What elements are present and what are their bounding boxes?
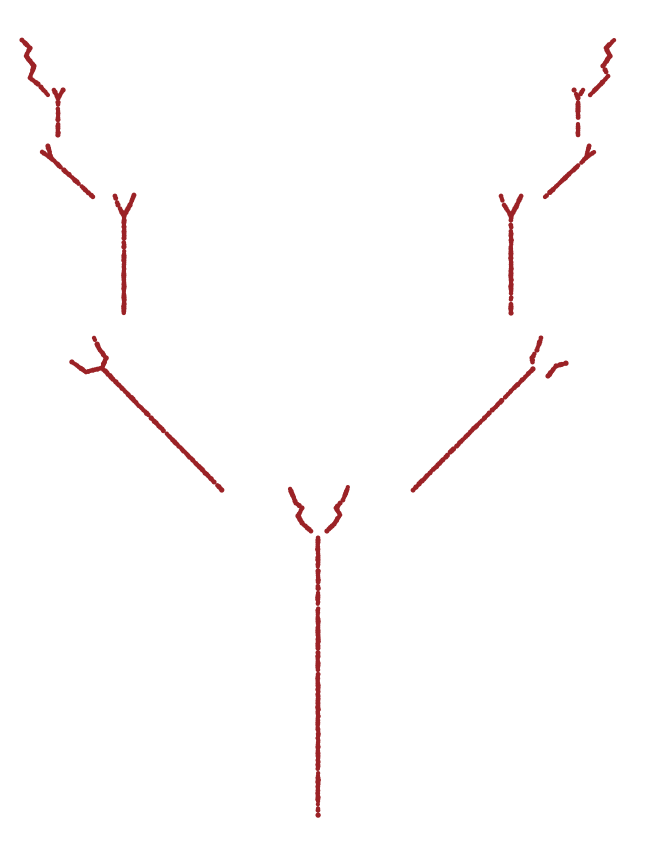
branch-dot [508, 222, 514, 228]
branch-dot [315, 812, 321, 818]
branch-dot [61, 167, 67, 173]
branch-dot [112, 193, 118, 199]
branch-left-branch-lower-tip-b [91, 335, 109, 371]
branch-dot [501, 202, 507, 208]
branch-dot [345, 485, 350, 490]
branch-dot [498, 193, 504, 199]
branch-dot [538, 335, 544, 341]
branch-left-branch-top-tip-b [55, 87, 66, 101]
branch-left-branch-upper [48, 155, 96, 200]
branch-right-branch-lower-tip-a [545, 360, 569, 379]
branch-trunk [315, 535, 321, 818]
branch-right-branch-upper-tip-b [583, 143, 592, 161]
branch-left-branch-mid [121, 213, 127, 316]
branch-dot [575, 122, 581, 127]
branch-right-branch-mid-tip-a [498, 193, 513, 217]
branch-right-branch-top-tip-b [575, 87, 586, 101]
branch-dot [45, 143, 51, 149]
branch-dot [315, 579, 321, 585]
branch-dot [518, 193, 524, 199]
branch-right-branch-lower [410, 366, 536, 493]
branch-dot [315, 766, 321, 772]
branch-dot [575, 163, 581, 168]
branch-dot [571, 87, 577, 93]
branch-dot [315, 645, 321, 651]
branch-right-branch-mid [508, 213, 514, 316]
branch-dot [591, 149, 597, 155]
branch-left-branch-lower-tip-a [69, 359, 105, 375]
branch-right-branch-top [575, 95, 581, 138]
branch-trunk-twig-left [287, 486, 314, 534]
branch-dot [122, 248, 127, 254]
branch-dot [580, 87, 586, 93]
branch-dot [55, 106, 61, 112]
branch-dot [611, 38, 617, 43]
branch-dot [55, 99, 61, 105]
branch-right-branch-mid-tip-b [509, 193, 524, 217]
branch-right-branch-lower-tip-b [529, 335, 544, 372]
branch-left-branch-lower [99, 365, 225, 493]
branch-dot [19, 37, 25, 43]
branch-dot [117, 206, 123, 211]
branch-dot [94, 341, 100, 347]
tree-branches [19, 37, 617, 818]
branch-dot [532, 351, 537, 357]
branch-dot [315, 667, 321, 673]
branch-dot [508, 295, 514, 300]
branch-dot [575, 95, 581, 101]
branch-dot [315, 585, 321, 592]
branch-dot [605, 73, 611, 79]
branch-dot [315, 601, 320, 606]
branch-dot [51, 87, 57, 93]
branch-dot [114, 200, 120, 205]
branch-left-crown [19, 37, 51, 98]
branch-dot [131, 192, 137, 198]
branch-dot [39, 149, 45, 155]
branch-dot [499, 397, 505, 404]
branch-dot [287, 486, 293, 492]
branch-dot [79, 184, 84, 189]
branch-dot [91, 335, 97, 341]
branch-dot [444, 452, 450, 458]
branch-dot [508, 228, 514, 234]
branch-right-crown [587, 38, 617, 98]
branch-dot [164, 431, 169, 436]
branch-dot [508, 301, 514, 307]
branch-dot [215, 483, 220, 488]
branch-dot [563, 360, 569, 366]
branch-dot [69, 359, 75, 365]
branch-dot [586, 143, 592, 149]
branch-right-branch-upper [542, 155, 589, 200]
branch-dot [602, 67, 608, 73]
branch-dot [60, 87, 66, 93]
branch-left-branch-top [55, 95, 61, 138]
branch-dot [530, 366, 536, 372]
branch-left-branch-upper-tip-b [45, 143, 54, 161]
branch-dot [315, 807, 321, 813]
branch-dot [575, 100, 581, 105]
branch-dot [544, 193, 549, 198]
branch-dot [315, 564, 320, 569]
branch-dot [315, 802, 320, 807]
branch-dot [573, 91, 579, 97]
branch-dot [148, 415, 154, 421]
branch-dot [55, 121, 61, 127]
branch-left-branch-mid-tip-b [121, 192, 137, 219]
branch-trunk-twig-right [324, 485, 350, 534]
branch-dot [121, 240, 127, 245]
